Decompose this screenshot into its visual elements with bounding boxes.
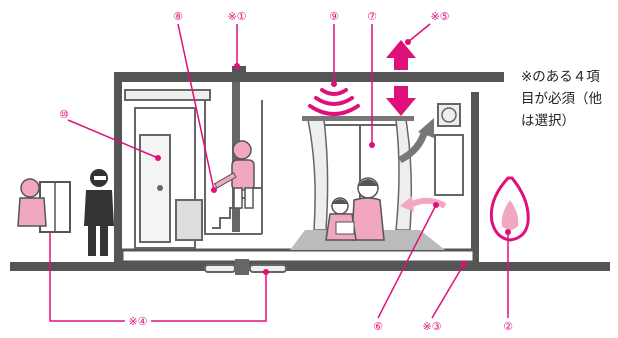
alarm-waves-icon	[310, 90, 358, 114]
note-line-2: 目が必須（他	[521, 88, 617, 110]
marker-5: ※⑤	[430, 10, 449, 23]
marker-6: ⑥	[373, 320, 383, 333]
marker-7: ⑦	[367, 10, 377, 23]
elderly-person	[214, 141, 254, 208]
note-line-3: は選択）	[521, 110, 617, 132]
requirement-note: ※のある４項 目が必須（他 は選択）	[521, 66, 617, 132]
intake-flow-arrow	[410, 201, 445, 206]
floor-slab	[122, 250, 474, 262]
roof-beam	[114, 72, 504, 82]
marker-3: ※③	[422, 320, 441, 333]
ceiling-alarm-block	[232, 66, 246, 82]
marker-2: ②	[503, 320, 513, 333]
burglar-figures	[18, 169, 114, 256]
marker-10: ⑩	[59, 108, 69, 121]
marker-4: ※④	[128, 315, 147, 328]
note-line-1: ※のある４項	[521, 66, 617, 88]
marker-9: ⑨	[329, 10, 339, 23]
side-window	[435, 135, 463, 195]
shoe-cabinet	[176, 200, 202, 240]
fire-icon	[491, 178, 528, 240]
marker-8: ⑧	[173, 10, 183, 23]
marker-1: ※①	[227, 10, 246, 23]
